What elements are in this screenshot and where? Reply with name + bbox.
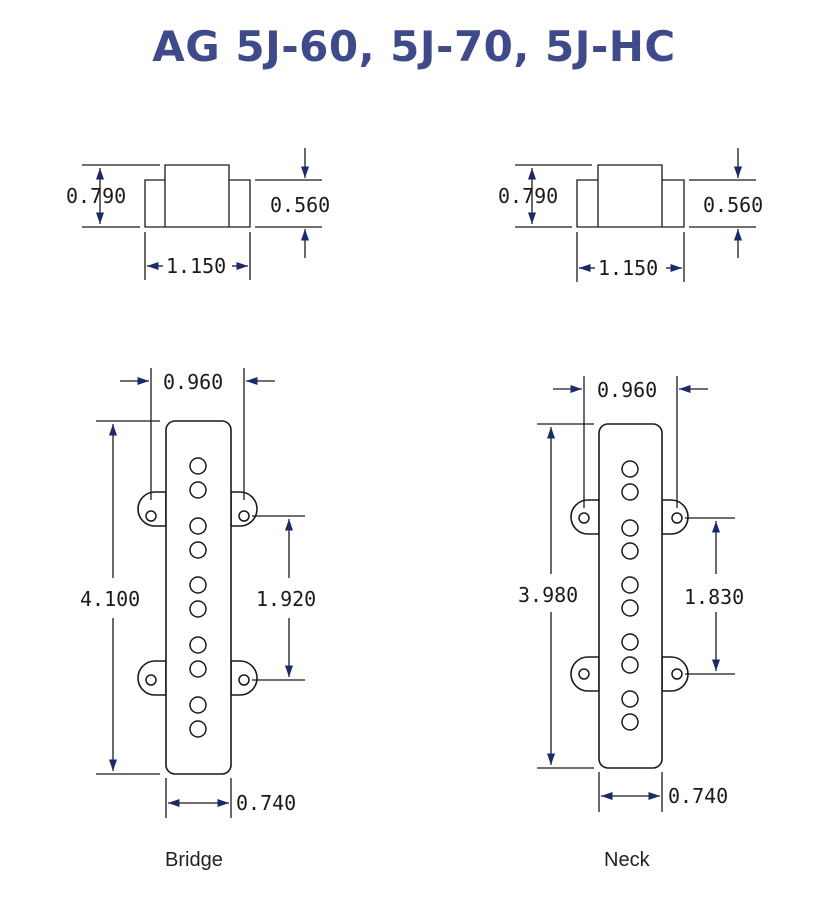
bridge-top-length: 4.100 bbox=[80, 587, 140, 611]
bridge-side-view: 0.790 0.560 1.150 bbox=[66, 148, 330, 280]
bridge-top-view: 0.960 4.100 1.920 0.740 Bridge bbox=[80, 368, 316, 871]
neck-caption: Neck bbox=[604, 849, 651, 871]
neck-side-width: 1.150 bbox=[598, 256, 658, 280]
bridge-side-width: 1.150 bbox=[166, 254, 226, 278]
bridge-mount-tab-upper-right bbox=[230, 491, 258, 527]
neck-pole-pieces bbox=[621, 460, 639, 731]
neck-side-view: 0.790 0.560 1.150 bbox=[498, 148, 763, 282]
neck-top-view: 0.960 3.980 1.830 0.740 Neck bbox=[518, 376, 744, 871]
neck-top-mount-spacing: 1.830 bbox=[684, 585, 744, 609]
neck-top-width-tabs: 0.960 bbox=[597, 378, 657, 402]
bridge-pickup-body bbox=[165, 420, 232, 775]
neck-side-height-tab: 0.560 bbox=[703, 193, 763, 217]
neck-side-outline bbox=[576, 164, 685, 228]
neck-top-length: 3.980 bbox=[518, 583, 578, 607]
neck-side-height-total: 0.790 bbox=[498, 184, 558, 208]
bridge-side-height-total: 0.790 bbox=[66, 184, 126, 208]
bridge-pole-pieces bbox=[189, 457, 207, 738]
bridge-top-width-tabs: 0.960 bbox=[163, 370, 223, 394]
bridge-caption: Bridge bbox=[165, 849, 223, 871]
neck-pickup-body bbox=[598, 423, 663, 769]
page-title: AG 5J-60, 5J-70, 5J-HC bbox=[152, 22, 676, 71]
bridge-top-width-body: 0.740 bbox=[236, 791, 296, 815]
bridge-side-height-tab: 0.560 bbox=[270, 193, 330, 217]
bridge-side-outline bbox=[144, 164, 251, 228]
bridge-mount-tab-upper-left bbox=[137, 491, 167, 527]
neck-top-width-body: 0.740 bbox=[668, 784, 728, 808]
bridge-top-mount-spacing: 1.920 bbox=[256, 587, 316, 611]
